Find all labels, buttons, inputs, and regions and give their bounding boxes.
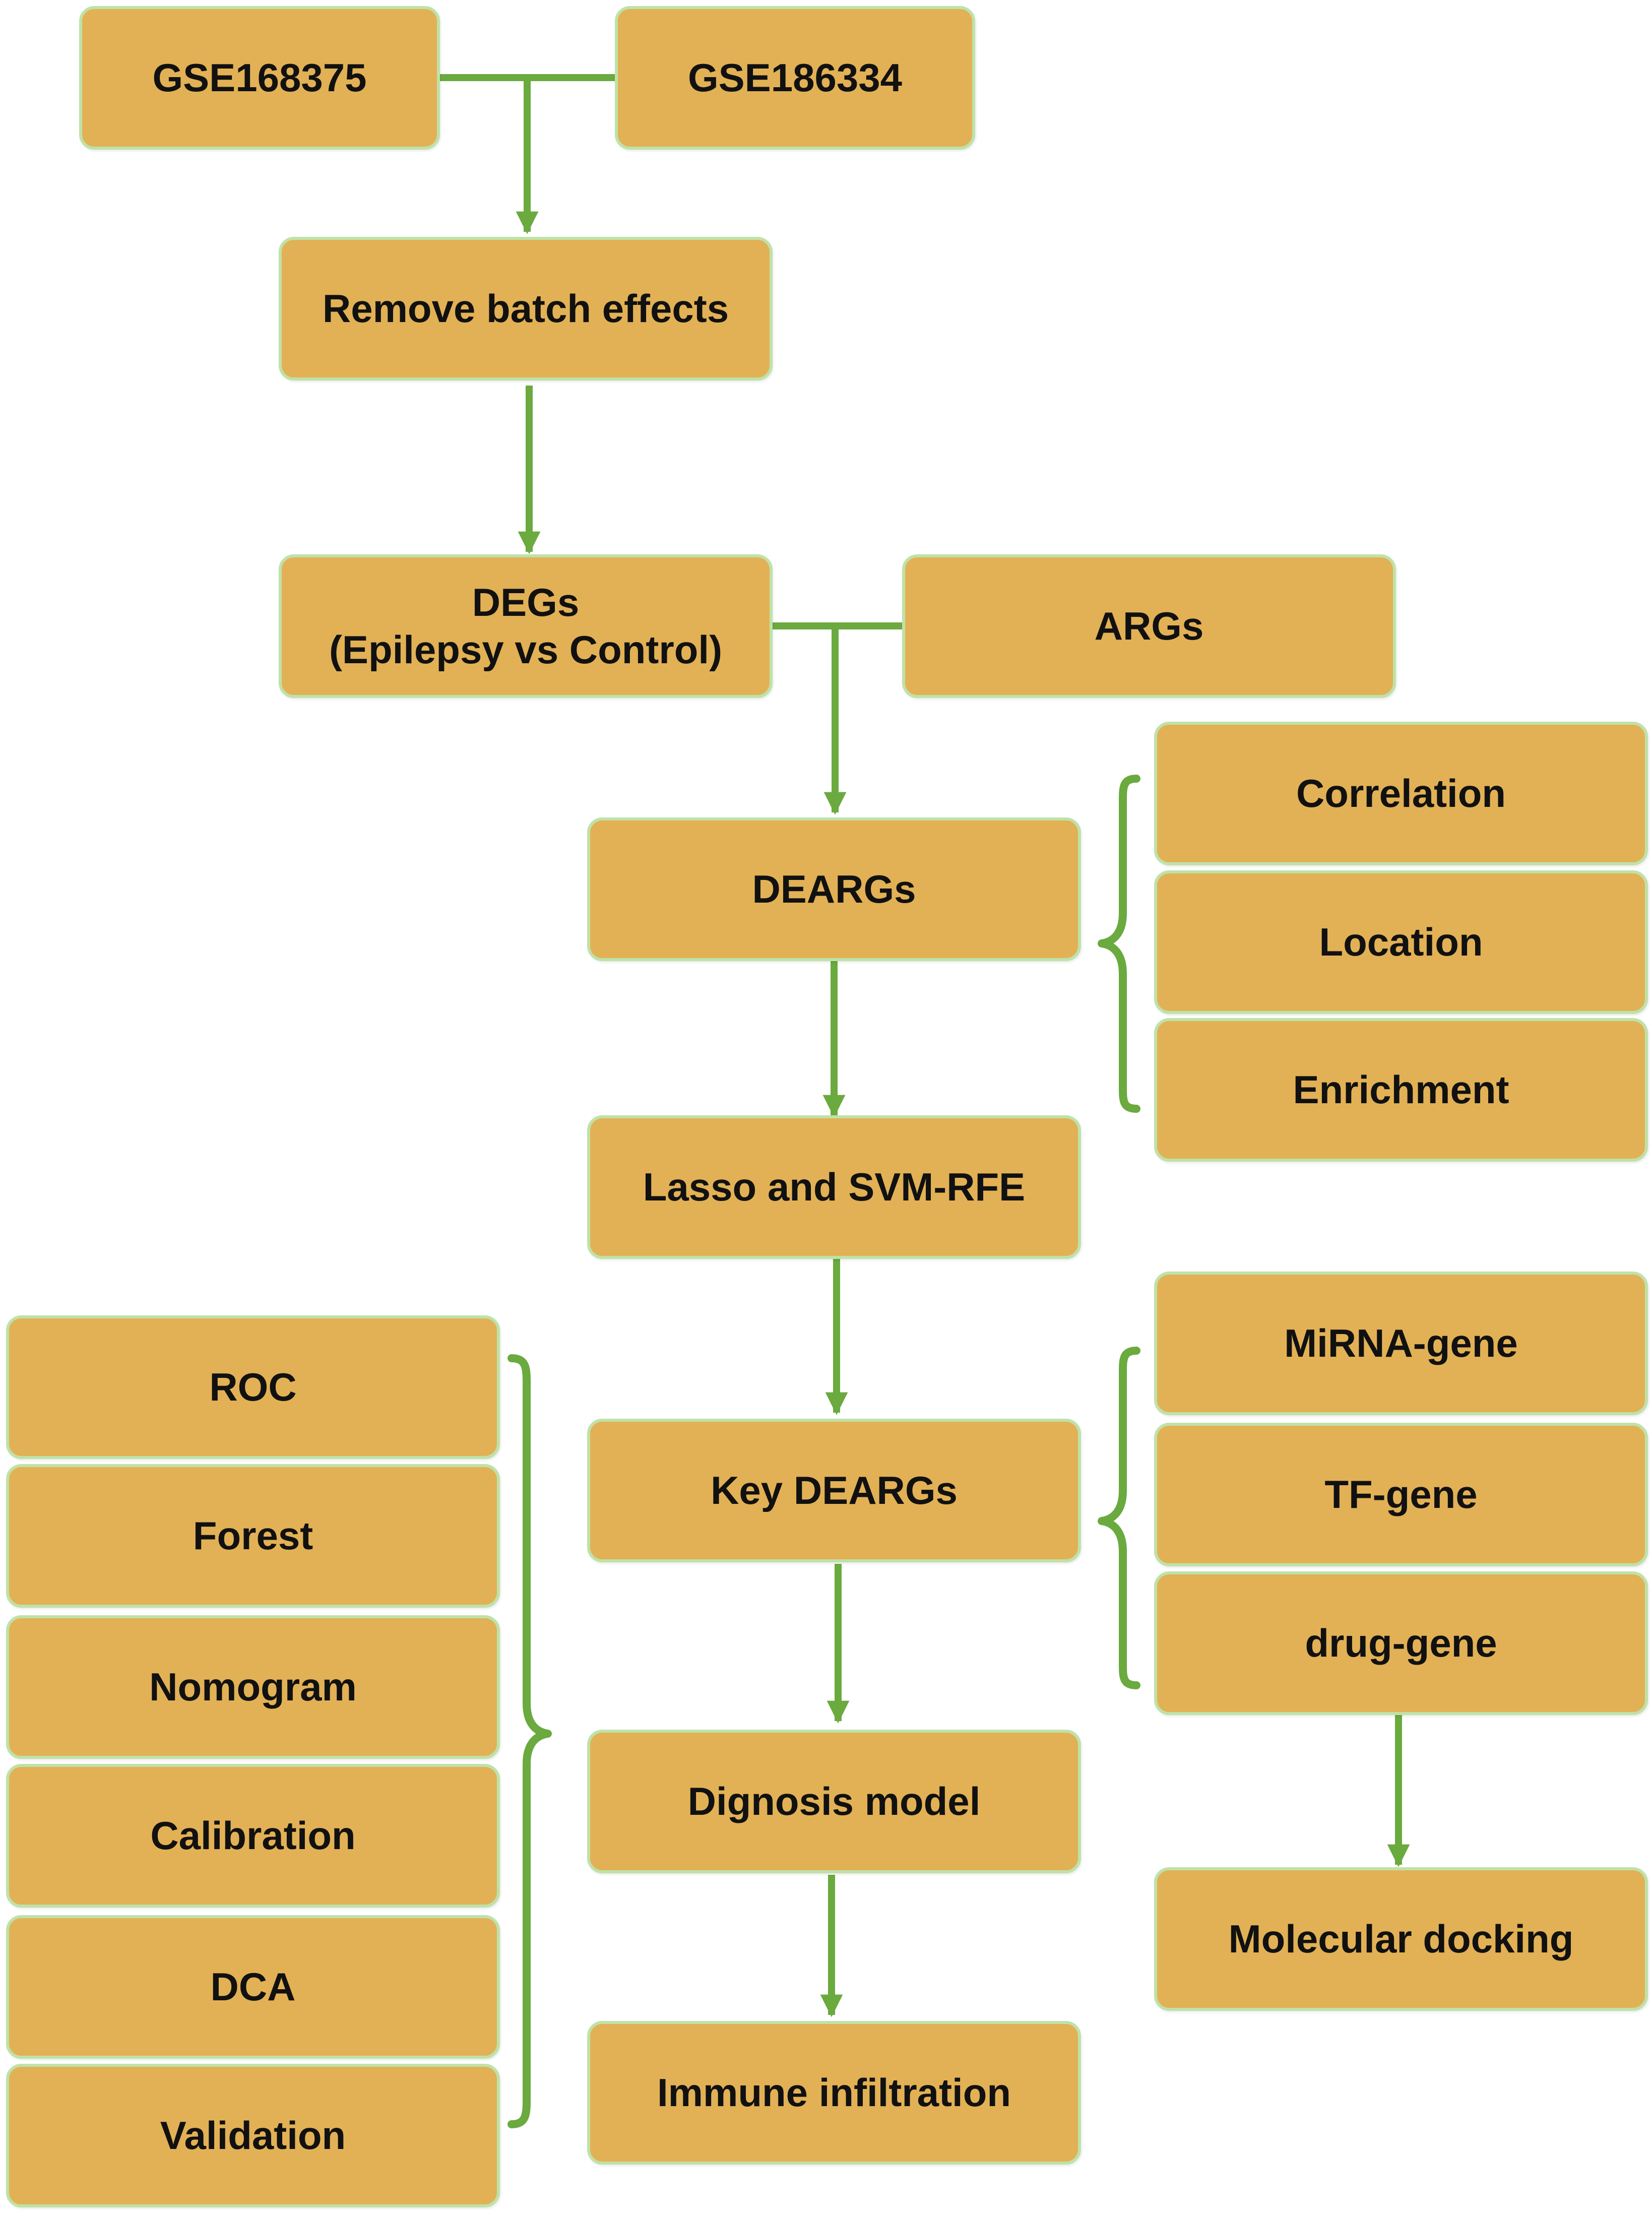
gse186334-box: GSE186334 [615, 6, 975, 150]
brace-deargs-analysis [1098, 775, 1140, 1113]
args-box: ARGs [902, 554, 1396, 698]
forest-box: Forest [6, 1464, 500, 1608]
location-box: Location [1154, 870, 1648, 1014]
calibration-box: Calibration [6, 1764, 500, 1908]
lasso-svm-rfe-box: Lasso and SVM-RFE [587, 1115, 1081, 1259]
roc-box: ROC [6, 1315, 500, 1459]
dca-box: DCA [6, 1915, 500, 2059]
remove-batch-effects-box: Remove batch effects [279, 237, 773, 381]
gse168375-box: GSE168375 [79, 6, 440, 150]
degs-box: DEGs (Epilepsy vs Control) [279, 554, 773, 698]
immune-infiltration-box: Immune infiltration [587, 2021, 1081, 2165]
molecular-docking-box: Molecular docking [1154, 1867, 1648, 2011]
mirna-gene-box: MiRNA-gene [1154, 1272, 1648, 1415]
brace-validation-methods [507, 1354, 552, 2128]
diagnosis-model-box: Dignosis model [587, 1730, 1081, 1873]
key-deargs-box: Key DEARGs [587, 1419, 1081, 1562]
enrichment-box: Enrichment [1154, 1018, 1648, 1162]
deargs-box: DEARGs [587, 817, 1081, 961]
tf-gene-box: TF-gene [1154, 1423, 1648, 1566]
brace-key-deargs-networks [1098, 1347, 1140, 1689]
validation-box: Validation [6, 2064, 500, 2207]
correlation-box: Correlation [1154, 722, 1648, 865]
nomogram-box: Nomogram [6, 1615, 500, 1759]
drug-gene-box: drug-gene [1154, 1571, 1648, 1715]
